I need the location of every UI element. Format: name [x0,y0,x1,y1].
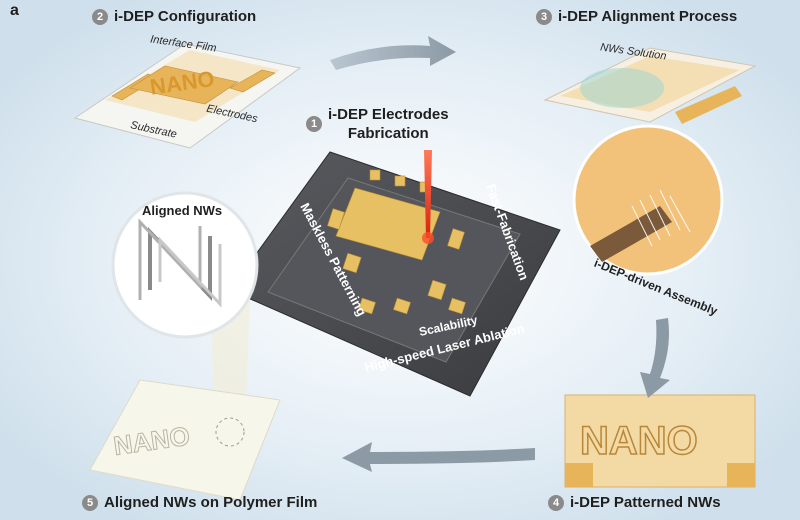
step-5-number: 5 [82,494,98,511]
arrow-patterned-to-aligned [342,442,535,472]
step-4-label: i-DEP Patterned NWs [570,494,721,511]
step-1-number: 1 [306,116,322,132]
electrode-nano-pattern [111,65,276,105]
step-3-label: i-DEP Alignment Process [558,8,738,25]
step-1-label-line2: Fabrication [347,125,429,142]
patterned-nano-text: NANO [580,419,698,463]
step-2-label: i-DEP Configuration [114,8,257,25]
step-2-title: 2 i-DEP Configuration [92,8,256,25]
patterned-nws-illustration: NANO [564,394,756,488]
configuration-illustration: NANO [73,43,302,149]
arrow-config-to-alignment [330,36,456,70]
alignment-illustration [543,47,757,276]
step-4-number: 4 [548,494,564,511]
step-1-label-line1: i-DEP Electrodes [328,106,449,123]
arrow-alignment-to-patterned [640,318,670,398]
step-2-number: 2 [92,8,108,25]
step-3-number: 3 [536,8,552,25]
electrode-chip: Maskless Patterning Fast-Fabrication Sca… [229,150,561,397]
step-5-title: 5 Aligned NWs on Polymer Film [82,494,317,511]
step-3-title: 3 i-DEP Alignment Process [536,8,737,25]
laser-beam [424,150,432,238]
step-5-label: Aligned NWs on Polymer Film [104,494,318,511]
step-1-label: i-DEP Electrodes Fabrication [328,105,449,143]
flow-arrows [330,36,670,472]
step-1-title: 1 i-DEP Electrodes Fabrication [306,105,449,143]
panel-letter: a [10,2,19,19]
aligned-nws-label: Aligned NWs [142,203,223,218]
aligned-nws-illustration: NANO [89,191,281,501]
step-4-title: 4 i-DEP Patterned NWs [548,494,721,511]
